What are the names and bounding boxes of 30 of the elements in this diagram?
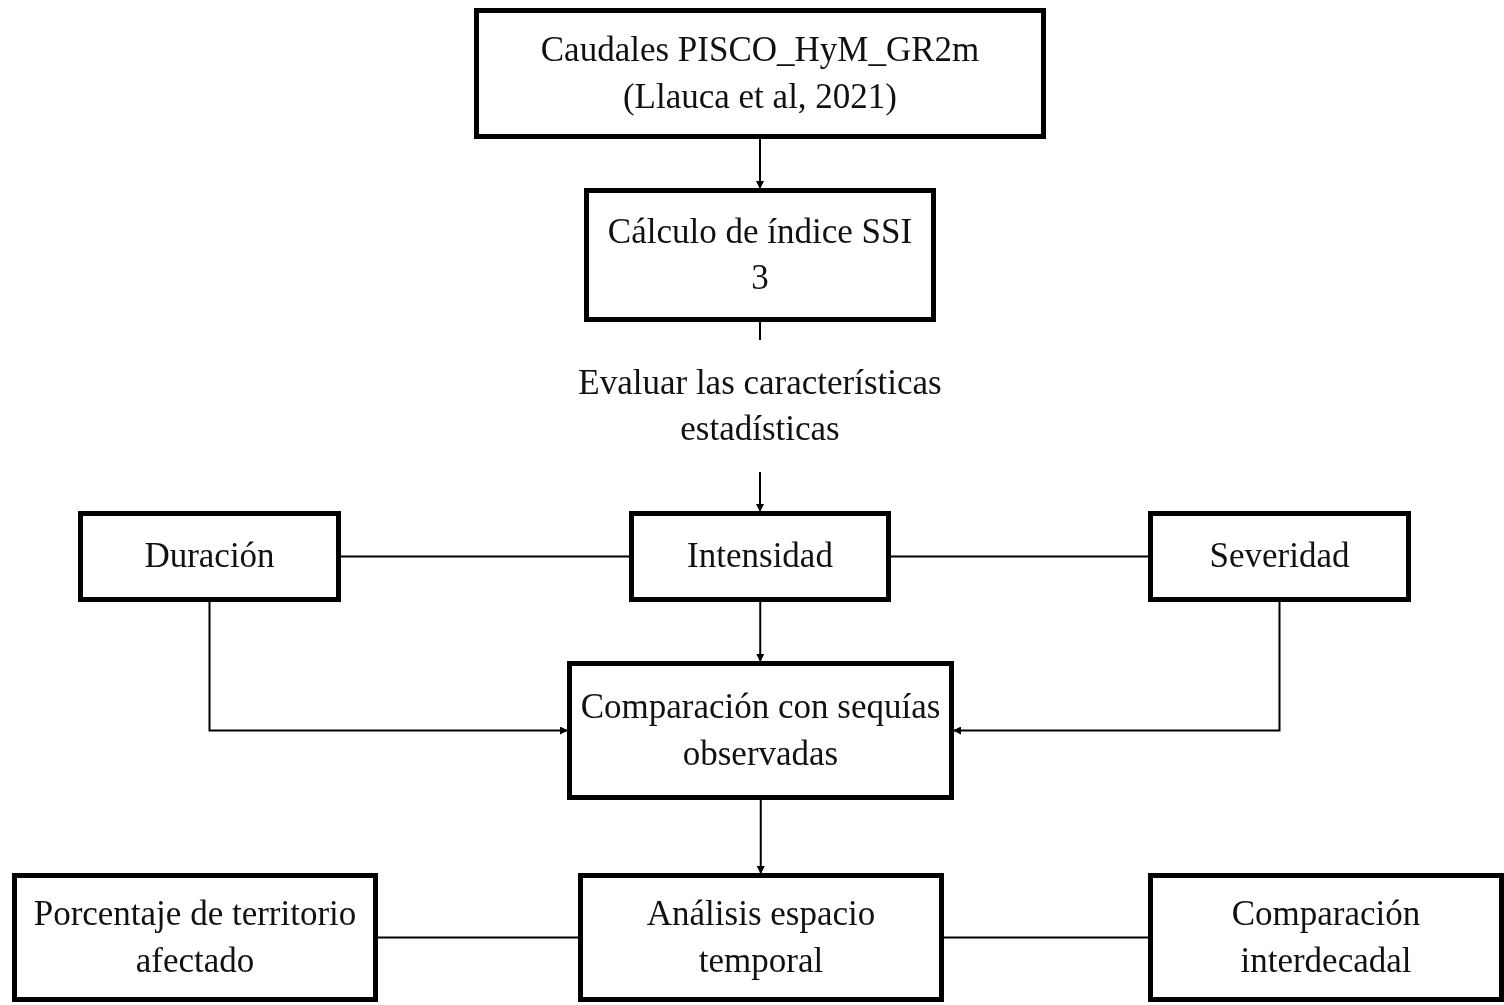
arrow <box>756 471 764 512</box>
connector-line <box>943 936 1149 939</box>
process-box <box>12 873 378 1002</box>
process-box <box>1148 511 1411 602</box>
process-box <box>584 188 936 322</box>
box-label: Duración <box>144 535 275 578</box>
connector-line <box>759 321 761 341</box>
process-box <box>629 511 891 602</box>
arrow <box>953 601 1281 735</box>
process-box <box>578 873 944 1002</box>
process-box <box>567 661 954 800</box>
arrow <box>208 601 568 735</box>
box-label: Severidad <box>1209 535 1350 578</box>
process-box <box>78 511 341 602</box>
arrow <box>756 601 765 662</box>
box-label: Análisis espacio temporal <box>645 893 877 982</box>
box-label: Cálculo de índice SSI 3 <box>606 210 914 299</box>
box-label: Porcentaje de territorio afectado <box>32 893 358 982</box>
arrow <box>756 799 765 874</box>
connector-line <box>340 555 630 558</box>
box-label: Intensidad <box>687 535 833 578</box>
box-label: Comparación interdecadal <box>1230 893 1422 982</box>
box-label: Comparación con sequías observadas <box>580 686 941 775</box>
connector-line <box>377 936 579 939</box>
arrow <box>756 138 764 189</box>
process-box <box>1148 873 1504 1002</box>
process-box <box>474 8 1046 139</box>
connector-line <box>890 555 1149 558</box>
box-label: Caudales PISCO_HyM_GR2m (Llauca et al, 2021) <box>539 29 981 118</box>
step-text-label: Evaluar las características estadísticas <box>577 361 943 450</box>
